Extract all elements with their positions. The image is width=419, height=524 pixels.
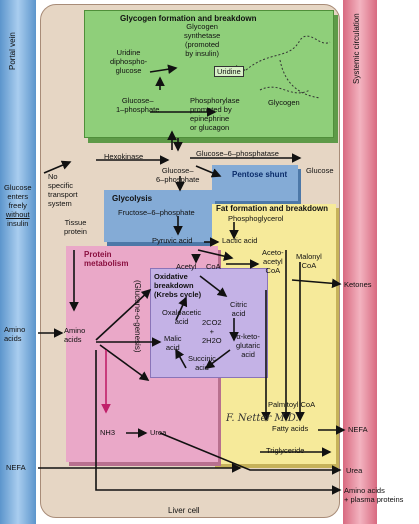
hexokinase-label: Hexokinase	[104, 152, 144, 161]
acetyl-label: Acetyl	[176, 262, 197, 271]
lactic-label: Lactic acid	[222, 236, 258, 245]
systemic-label: Systemic circulation	[352, 13, 361, 84]
f6p-label: Fructose–6–phosphate	[118, 208, 195, 217]
pentose-region	[212, 165, 298, 201]
pentose-title: Pentose shunt	[232, 170, 288, 179]
g6pase-label: Glucose–6–phosphatase	[196, 149, 279, 158]
portal-vein	[0, 0, 36, 524]
nh3-label: NH3	[100, 428, 116, 437]
phosphoglycerol-label: Phosphoglycerol	[228, 214, 284, 223]
glycolysis-region	[104, 190, 224, 242]
glycogen-title: Glycogen formation and breakdown	[120, 14, 257, 23]
amino-acids-out-label: Amino acids+ plasma proteins	[344, 486, 404, 504]
glycogen-label: Glycogen	[268, 98, 300, 107]
ketones-label: Ketones	[344, 280, 372, 289]
g1p-label: Glucose–1–phosphate	[116, 96, 160, 114]
fatty-acids-label: Fatty acids	[272, 424, 309, 433]
netter-signature: F. Netter M.D.	[226, 413, 299, 424]
urea-inner-label: Urea	[150, 428, 167, 437]
glycolysis-title: Glycolysis	[112, 194, 153, 203]
triglyceride-label: Triglyceride	[266, 446, 305, 455]
liver-cell-label: Liver cell	[168, 506, 200, 515]
g6p-label: Glucose–6–phosphate	[156, 166, 200, 184]
glucose-out-label: Glucose	[306, 166, 334, 175]
nefa-in-label: NEFA	[6, 463, 26, 472]
systemic-circulation	[343, 0, 377, 524]
urea-out-label: Urea	[346, 466, 363, 475]
uridine-label: Uridine	[214, 66, 244, 77]
fat-title: Fat formation and breakdown	[216, 204, 329, 213]
palmitoyl-label: Palmitoyl CoA	[268, 400, 316, 409]
co2-h2o-label: 2CO2+2H2O	[202, 318, 222, 345]
portal-vein-label: Portal vein	[8, 32, 17, 70]
gluconeogenesis-label: (Glucone-o-genesis)	[133, 280, 142, 353]
pyruvic-label: Pyruvic acid	[152, 236, 193, 245]
nefa-out-label: NEFA	[348, 425, 368, 434]
coa-label: CoA	[206, 262, 221, 271]
